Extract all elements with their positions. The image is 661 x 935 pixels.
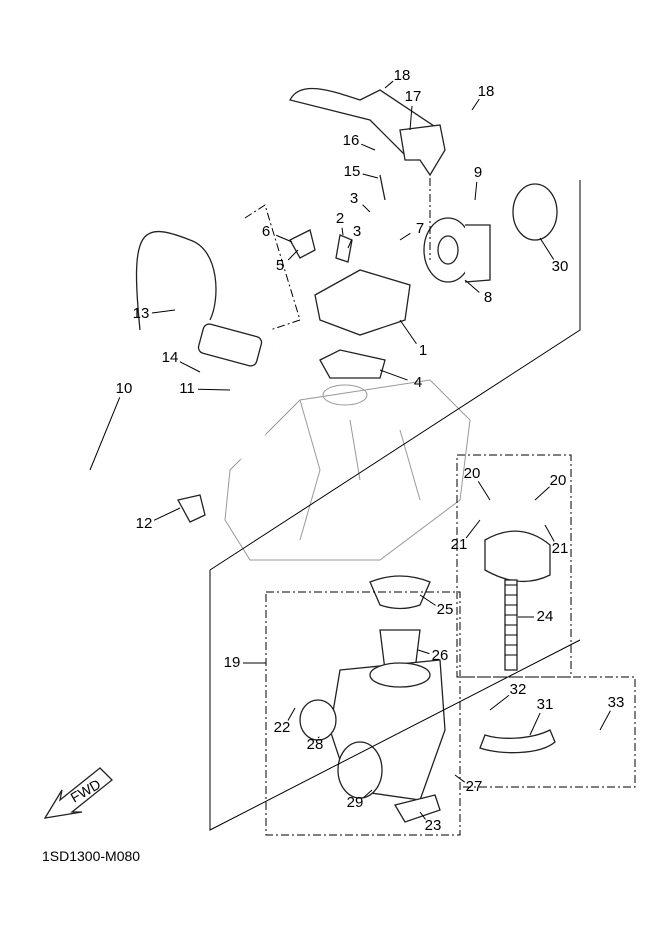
callout-10: 10 bbox=[116, 380, 133, 397]
callout-26: 26 bbox=[432, 647, 449, 664]
leader-line bbox=[477, 481, 491, 501]
hose-part bbox=[479, 729, 556, 754]
callout-27: 27 bbox=[466, 778, 483, 795]
parts bbox=[87, 87, 558, 823]
callout-32: 32 bbox=[510, 681, 527, 698]
gasket-part bbox=[319, 349, 386, 379]
callout-5: 5 bbox=[276, 257, 284, 274]
callout-24: 24 bbox=[537, 608, 554, 625]
callout-33: 33 bbox=[608, 694, 625, 711]
leader-line bbox=[287, 707, 296, 721]
callout-19: 19 bbox=[224, 654, 241, 671]
leader-line bbox=[464, 279, 480, 293]
engine-outline bbox=[224, 379, 471, 561]
leader-line bbox=[341, 227, 344, 236]
drawing-code: 1SD1300-M080 bbox=[42, 848, 141, 864]
leader-line bbox=[379, 369, 408, 381]
leader-line bbox=[179, 361, 201, 373]
leader-line bbox=[471, 98, 480, 111]
callout-1: 1 bbox=[419, 342, 427, 359]
leader-line bbox=[151, 309, 176, 314]
leader-line bbox=[409, 105, 413, 131]
leader-line bbox=[317, 736, 320, 739]
callout-29: 29 bbox=[347, 794, 364, 811]
leader-line bbox=[544, 524, 555, 542]
callout-25: 25 bbox=[437, 601, 454, 618]
leader-line bbox=[347, 239, 353, 249]
callout-18: 18 bbox=[478, 83, 495, 100]
leader-line bbox=[153, 507, 181, 521]
callout-30: 30 bbox=[552, 258, 569, 275]
callout-21: 21 bbox=[451, 536, 468, 553]
callout-4: 4 bbox=[414, 374, 422, 391]
callout-7: 7 bbox=[416, 220, 424, 237]
callout-17: 17 bbox=[405, 88, 422, 105]
fwd-arrow: FWD bbox=[43, 767, 113, 819]
callout-20: 20 bbox=[550, 472, 567, 489]
leader-line bbox=[362, 204, 371, 213]
callout-6: 6 bbox=[262, 223, 270, 240]
leader-line bbox=[419, 594, 436, 606]
callout-15: 15 bbox=[344, 163, 361, 180]
bracket-part bbox=[399, 124, 446, 177]
callout-3: 3 bbox=[350, 190, 358, 207]
leader-line bbox=[539, 237, 555, 260]
leader-line bbox=[197, 388, 231, 391]
callout-14: 14 bbox=[162, 349, 179, 366]
callout-21: 21 bbox=[552, 540, 569, 557]
leader-line bbox=[489, 694, 510, 711]
leader-line bbox=[363, 789, 373, 798]
callout-11: 11 bbox=[179, 380, 195, 397]
leader-line bbox=[399, 232, 411, 241]
callout-3: 3 bbox=[353, 223, 361, 240]
leader-line bbox=[474, 181, 478, 201]
callout-2: 2 bbox=[336, 210, 344, 227]
leader-line bbox=[529, 712, 541, 736]
callout-13: 13 bbox=[133, 305, 150, 322]
frame-lines bbox=[209, 178, 636, 836]
throttle-joint-part bbox=[314, 269, 411, 336]
leader-line bbox=[599, 710, 611, 731]
leader-line bbox=[287, 249, 299, 261]
leader-line bbox=[417, 649, 430, 655]
leader-line bbox=[361, 143, 376, 151]
leader-line bbox=[89, 397, 121, 471]
cap-part bbox=[484, 530, 551, 583]
clip-part bbox=[177, 494, 206, 523]
leader-line bbox=[384, 80, 394, 89]
leader-line bbox=[454, 774, 465, 783]
callout-8: 8 bbox=[484, 289, 492, 306]
callout-18: 18 bbox=[394, 67, 411, 84]
callout-12: 12 bbox=[136, 515, 153, 532]
leader-line bbox=[276, 234, 293, 243]
callout-23: 23 bbox=[425, 817, 442, 834]
callout-16: 16 bbox=[343, 132, 360, 149]
leader-line bbox=[534, 486, 550, 501]
callout-28: 28 bbox=[307, 736, 324, 753]
leader-line bbox=[419, 811, 426, 820]
leader-line bbox=[362, 173, 379, 179]
callout-22: 22 bbox=[274, 719, 291, 736]
clamp-part bbox=[512, 183, 558, 241]
callout-31: 31 bbox=[537, 696, 554, 713]
leader-line bbox=[399, 319, 417, 345]
sensor-part bbox=[299, 699, 337, 741]
callout-20: 20 bbox=[464, 465, 481, 482]
leader-line bbox=[465, 519, 481, 539]
callout-9: 9 bbox=[474, 164, 482, 181]
